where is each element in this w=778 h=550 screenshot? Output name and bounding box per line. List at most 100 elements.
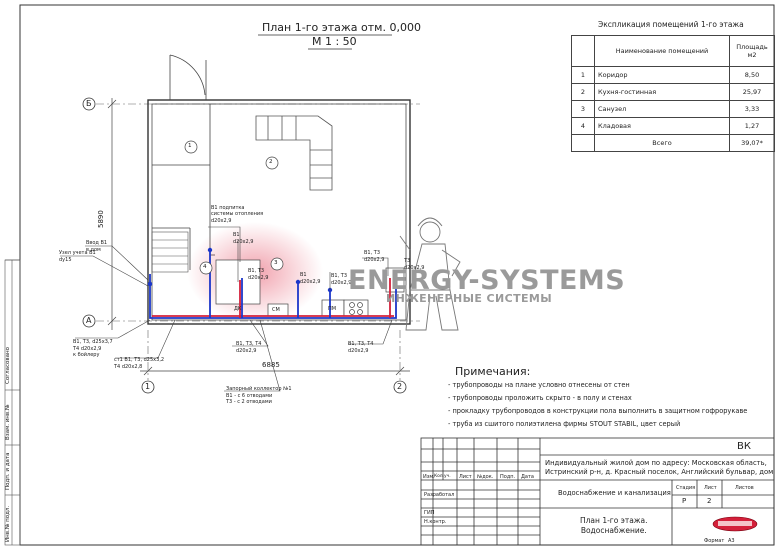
role-chief: ГИП [424,510,435,516]
col-head: Дата [521,474,534,480]
side-stamp [4,259,21,546]
section-name: Водоснабжение и канализация [558,489,671,497]
row-name: Коридор [594,66,730,84]
mascot-illustration [399,217,461,331]
col-head: Изм. [423,474,435,480]
dimension-lines [107,98,410,376]
sheet-head: Лист [704,485,717,491]
explication-header-row: Наименование помещений Площадь м2 [571,35,775,67]
dimension-width: 6885 [262,361,280,369]
row-number: 2 [571,83,595,101]
axis-a-label: А [86,316,92,325]
table-total-row: Всего 39,07* [571,134,775,152]
col-head: Подп. [500,474,516,480]
watermark-main: ENERGY-SYSTEMS [348,265,626,296]
sheet-title: План 1-го этажа.Водоснабжение. [580,516,648,535]
row-number: 1 [571,66,595,84]
side-label-agreed: Согласовано [5,347,11,384]
note-item: - труба из сшитого полиэтилена фирмы STO… [448,420,681,428]
table-row: 4 Кладовая 1,27 [571,117,775,135]
row-number: 3 [571,100,595,118]
room-3-marker [270,257,284,271]
format-value: А3 [728,538,735,544]
washer-label: СМ [272,307,280,313]
side-label-replace: Взам. инв.№ [5,404,11,440]
room-2-number: 2 [269,159,273,165]
explication-header-area: Площадь м2 [729,35,775,67]
role-norm-control: Н.контр. [424,519,447,525]
row-name: Кладовая [594,117,730,135]
building-walls [147,99,411,325]
room-4-marker [199,261,213,275]
room-1-marker [184,140,198,154]
axis-b-marker [82,97,96,111]
leader-lines [60,226,393,392]
note-item: - трубопроводы проложить скрыто - в полу… [448,394,632,402]
row-name: Кухня-гостинная [594,83,730,101]
stage-value: Р [682,497,687,505]
axis-2-marker [393,380,407,394]
col-head: Лист [459,474,472,480]
stairs [151,231,189,273]
entry-door [169,54,207,100]
table-row: 2 Кухня-гостинная 25,97 [571,83,775,101]
axis-b-label: Б [86,99,92,108]
shower-label: ДК [234,306,242,312]
col-head: №док. [477,474,494,480]
role-developer: Разработал [424,492,455,498]
col-head: Кол.уч. [434,474,451,479]
axis-a-marker [82,314,96,328]
title-block [420,437,775,546]
project-address: Индивидуальный жилой дом по адресу: Моск… [545,459,774,476]
table-row: 3 Санузел 3,33 [571,100,775,118]
explication-table: Наименование помещений Площадь м2 1 Кори… [571,35,775,152]
pipe-network [149,250,397,319]
room-1-number: 1 [188,143,192,149]
explication-header-name: Наименование помещений [594,35,730,67]
row-area: 3,33 [729,100,775,118]
format-label: Формат [704,538,725,544]
sofa [255,115,333,191]
total-label: Всего [594,134,730,152]
total-value: 39,07* [729,134,775,152]
dimension-height: 5890 [97,210,105,228]
axis-1-marker [141,380,155,394]
document-code: ВК [737,441,751,452]
row-number: 4 [571,117,595,135]
axis-2-label: 2 [397,382,403,391]
plan-scale: М 1 : 50 [312,35,357,48]
dishwasher-label: ПМ [328,306,337,312]
room-4-number: 4 [203,264,207,270]
row-area: 1,27 [729,117,775,135]
company-logo [712,516,758,532]
side-label-inv: Инв.№ подл. [5,505,11,542]
explication-title: Экспликация помещений 1-го этажа [598,20,744,29]
watermark-sub: ИНЖЕНЕРНЫЕ СИСТЕМЫ [386,292,553,305]
row-name: Санузел [594,100,730,118]
sheet-value: 2 [707,497,712,505]
row-area: 25,97 [729,83,775,101]
axis-1-label: 1 [145,382,151,391]
stage-head: Стадия [676,485,696,491]
note-item: - прокладку трубопроводов в конструкции … [448,407,748,415]
row-area: 8,50 [729,66,775,84]
plan-title: План 1-го этажа отм. 0,000 [262,21,421,34]
sheets-head: Листов [735,485,754,491]
side-label-sign: Подп. и дата [5,452,11,490]
table-row: 1 Коридор 8,50 [571,66,775,84]
room-2-marker [265,156,279,170]
